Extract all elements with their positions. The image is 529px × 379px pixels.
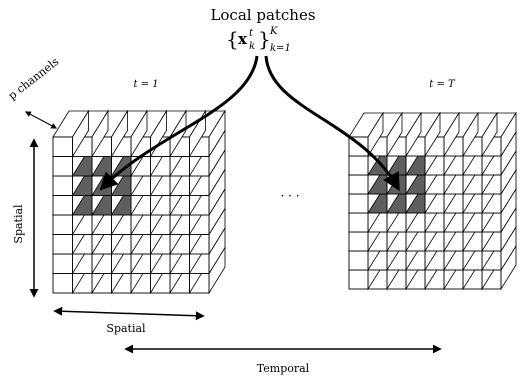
cell-front-face: [52, 253, 73, 274]
notation-symbol: x: [238, 30, 248, 48]
cell-front-face: [348, 212, 369, 233]
temporal-label: Temporal: [257, 362, 310, 375]
channels-label: p channels: [6, 55, 62, 103]
ellipsis: · · ·: [280, 189, 299, 203]
grid-cell: [52, 109, 90, 158]
notation-subscript: k: [249, 41, 255, 52]
notation-upper-limit: K: [269, 26, 278, 37]
feature-map-t1: [52, 109, 226, 295]
spatial-vertical-label: Spatial: [12, 204, 25, 244]
cell-front-face: [348, 155, 369, 176]
cell-front-face: [52, 175, 73, 196]
feature-map-tT: [348, 111, 517, 291]
cell-front-face: [52, 273, 73, 294]
patch-notation: { x t k } K k=1: [226, 26, 291, 54]
cell-front-face: [52, 136, 73, 157]
cell-front-face: [348, 269, 369, 290]
cell-front-face: [348, 174, 369, 195]
diagram-title: Local patches: [210, 6, 315, 24]
channels-arrow: [24, 111, 58, 129]
cell-front-face: [348, 231, 369, 252]
notation-brace-open: {: [226, 27, 239, 51]
notation-brace-close: }: [258, 27, 271, 51]
patch-arrow-left: [99, 55, 259, 191]
spatial-horizontal-arrow: [53, 306, 205, 321]
cell-front-face: [52, 156, 73, 177]
cell-front-face: [348, 193, 369, 214]
notation-lower-limit: k=1: [270, 43, 291, 54]
cell-front-face: [52, 234, 73, 255]
cell-front-face: [52, 214, 73, 235]
notation-superscript: t: [249, 28, 254, 39]
cell-front-face: [348, 250, 369, 271]
cell-front-face: [52, 195, 73, 216]
spatial-horizontal-label: Spatial: [106, 322, 146, 335]
timestep-first-label: t = 1: [133, 79, 158, 90]
timestep-last-label: t = T: [429, 79, 456, 90]
patch-arrow-right: [264, 55, 400, 192]
